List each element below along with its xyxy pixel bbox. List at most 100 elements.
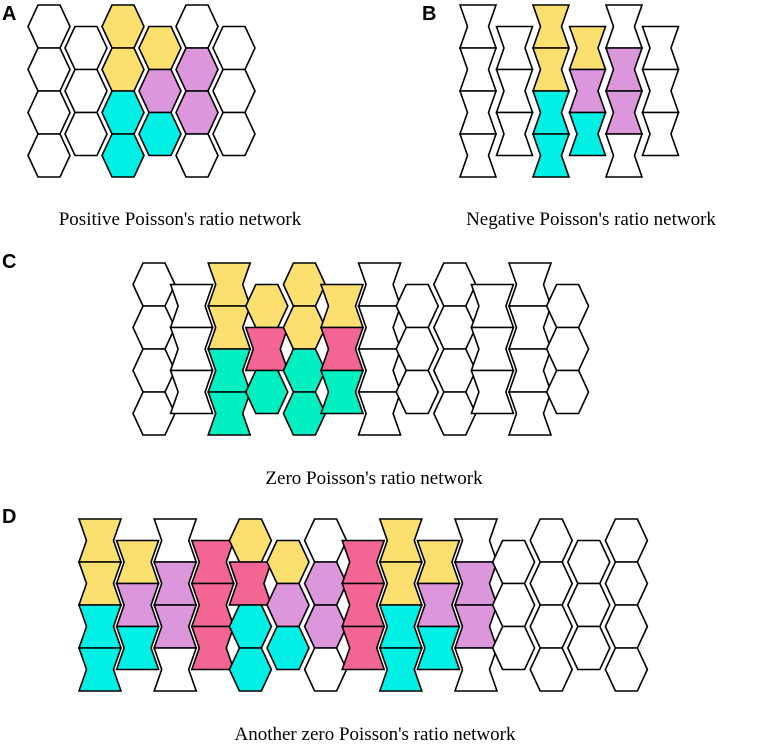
hexagon-cell-white bbox=[566, 539, 611, 585]
hexagon-cell-teal bbox=[282, 348, 327, 393]
reentrant-cell-yellow bbox=[77, 561, 123, 606]
reentrant-cell-white bbox=[458, 90, 498, 135]
hexagon-cell-white bbox=[604, 561, 649, 606]
reentrant-cell-white bbox=[357, 262, 402, 307]
reentrant-cell-purple bbox=[604, 47, 644, 92]
panel-a: A Positive Poisson's ratio network bbox=[2, 3, 302, 230]
hexagon-cell-white bbox=[604, 647, 649, 692]
caption-b: Negative Poisson's ratio network bbox=[466, 209, 716, 230]
reentrant-cell-cyan bbox=[416, 625, 461, 671]
hexagon-cell-white bbox=[566, 625, 611, 671]
reentrant-cell-white bbox=[458, 133, 498, 178]
hexagon-cell-white bbox=[27, 90, 71, 135]
reentrant-cell-white bbox=[604, 133, 644, 178]
panel-c-network bbox=[132, 262, 590, 436]
reentrant-cell-white bbox=[507, 262, 553, 307]
panel-letter-d: D bbox=[2, 506, 16, 528]
reentrant-cell-white bbox=[357, 391, 402, 436]
hexagon-cell-purple bbox=[266, 582, 310, 628]
hexagon-cell-white bbox=[27, 4, 71, 49]
reentrant-cell-white bbox=[458, 47, 498, 92]
hexagon-cell-white bbox=[432, 391, 477, 436]
reentrant-cell-purple bbox=[604, 90, 644, 135]
reentrant-cell-cyan bbox=[531, 133, 571, 178]
hexagon-cell-white bbox=[395, 369, 440, 415]
reentrant-cell-white bbox=[153, 647, 198, 692]
reentrant-cell-yellow bbox=[531, 47, 571, 92]
reentrant-cell-white bbox=[641, 111, 680, 157]
hexagon-cell-white bbox=[132, 391, 176, 436]
hexagon-cell-white bbox=[395, 326, 440, 372]
hexagon-cell-white bbox=[545, 283, 590, 329]
reentrant-cell-teal bbox=[319, 369, 365, 415]
reentrant-cell-purple bbox=[453, 561, 499, 606]
reentrant-cell-teal bbox=[207, 348, 252, 393]
reentrant-cell-pink bbox=[228, 561, 273, 606]
panel-d: D Another zero Poisson's ratio network bbox=[2, 506, 649, 745]
reentrant-cell-purple bbox=[153, 561, 198, 606]
caption-d: Another zero Poisson's ratio network bbox=[235, 724, 516, 745]
caption-c: Zero Poisson's ratio network bbox=[265, 468, 483, 489]
reentrant-cell-pink bbox=[341, 539, 386, 585]
hexagon-cell-white bbox=[212, 68, 256, 114]
reentrant-cell-cyan bbox=[568, 111, 607, 157]
hexagon-cell-white bbox=[132, 262, 176, 307]
reentrant-cell-pink bbox=[341, 582, 386, 628]
reentrant-cell-yellow bbox=[115, 539, 160, 585]
hexagon-cell-cyan bbox=[266, 625, 310, 671]
reentrant-cell-cyan bbox=[115, 625, 160, 671]
reentrant-cell-yellow bbox=[378, 561, 423, 606]
hexagon-cell-white bbox=[545, 369, 590, 415]
reentrant-cell-white bbox=[169, 326, 214, 372]
reentrant-cell-pink bbox=[190, 625, 235, 671]
hexagon-cell-white bbox=[529, 561, 574, 606]
reentrant-cell-pink bbox=[319, 326, 365, 372]
reentrant-cell-white bbox=[470, 369, 515, 415]
reentrant-cell-purple bbox=[115, 582, 160, 628]
panel-b-network bbox=[458, 4, 680, 178]
hexagon-cell-cyan bbox=[228, 647, 273, 692]
hexagon-cell-white bbox=[604, 604, 649, 649]
hexagon-cell-cyan bbox=[101, 133, 145, 178]
reentrant-cell-cyan bbox=[77, 647, 123, 692]
reentrant-cell-white bbox=[169, 283, 214, 329]
hexagon-cell-yellow bbox=[282, 305, 327, 350]
reentrant-cell-white bbox=[641, 68, 680, 114]
hexagon-cell-yellow bbox=[101, 47, 145, 92]
hexagon-cell-white bbox=[64, 25, 108, 71]
reentrant-cell-yellow bbox=[416, 539, 461, 585]
reentrant-cell-purple bbox=[568, 68, 607, 114]
hexagon-cell-white bbox=[132, 305, 176, 350]
reentrant-cell-teal bbox=[207, 391, 252, 436]
reentrant-cell-white bbox=[495, 25, 534, 71]
reentrant-cell-pink bbox=[190, 582, 235, 628]
reentrant-cell-white bbox=[470, 283, 515, 329]
hexagon-cell-white bbox=[175, 133, 219, 178]
hexagon-cell-cyan bbox=[228, 604, 273, 649]
reentrant-cell-white bbox=[641, 25, 680, 71]
hexagon-cell-white bbox=[491, 625, 536, 671]
hexagon-cell-white bbox=[604, 518, 649, 563]
hexagon-cell-white bbox=[395, 283, 440, 329]
reentrant-cell-white bbox=[507, 348, 553, 393]
panel-d-network bbox=[77, 518, 649, 692]
hexagon-cell-teal bbox=[282, 391, 327, 436]
hexagon-cell-cyan bbox=[101, 90, 145, 135]
reentrant-cell-yellow bbox=[319, 283, 365, 329]
hexagon-cell-purple bbox=[175, 47, 219, 92]
reentrant-cell-cyan bbox=[531, 90, 571, 135]
hexagon-cell-yellow bbox=[282, 262, 327, 307]
reentrant-cell-pink bbox=[244, 326, 289, 372]
reentrant-cell-white bbox=[495, 68, 534, 114]
hexagon-cell-white bbox=[491, 539, 536, 585]
reentrant-cell-yellow bbox=[568, 25, 607, 71]
hexagon-cell-yellow bbox=[228, 518, 273, 563]
reentrant-cell-white bbox=[453, 518, 499, 563]
panel-letter-c: C bbox=[2, 251, 16, 273]
panel-a-network bbox=[27, 4, 256, 178]
hexagon-cell-white bbox=[529, 518, 574, 563]
hexagon-cell-white bbox=[212, 111, 256, 157]
hexagon-cell-yellow bbox=[244, 283, 289, 329]
hexagon-cell-white bbox=[64, 68, 108, 114]
